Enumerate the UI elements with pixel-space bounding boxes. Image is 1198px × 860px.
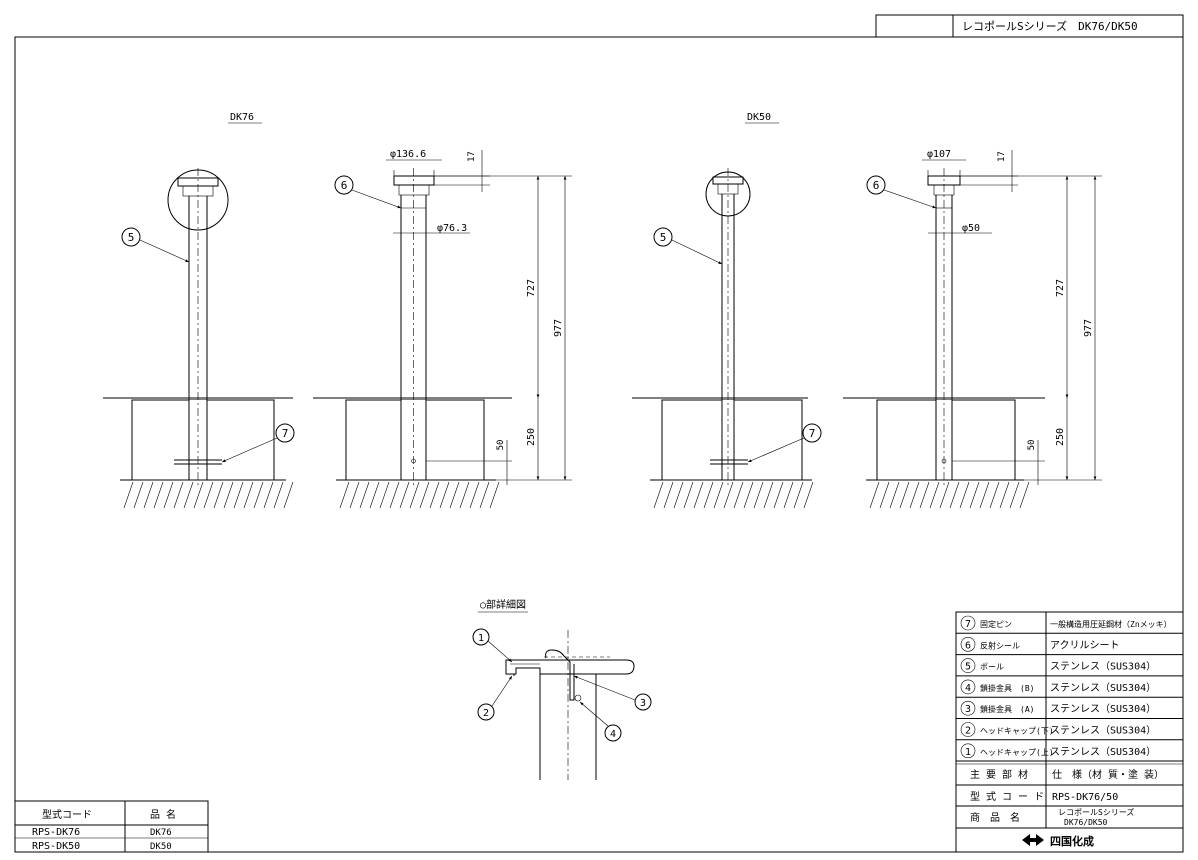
dk76-pin: 50 (496, 440, 506, 451)
parts-table: 主 要 部 材 仕 様（材 質・塗 装） 型 式 コ ー ド RPS-DK76/… (955, 611, 1184, 853)
model-row-1-code: RPS-DK76 (32, 827, 80, 838)
model-row-2-code: RPS-DK50 (32, 841, 80, 852)
product-value-2: DK76/DK50 (1064, 818, 1108, 827)
callout-5-dk50: 5 (660, 231, 667, 244)
model-table: 型式コード 品 名 RPS-DK76 DK76 RPS-DK50 DK50 (14, 800, 209, 853)
table-header-part: 主 要 部 材 (970, 768, 1028, 781)
callout-4: 4 (610, 729, 616, 740)
part-row-spec: ステンレス（SUS304） (1050, 725, 1156, 737)
table-header-spec: 仕 様（材 質・塗 装） (1052, 768, 1164, 781)
model-label: 型 式 コ ー ド (970, 790, 1044, 803)
drawing-frame: レコポールSシリーズ DK76/DK50 (14, 14, 1184, 853)
part-row-no: 7 (965, 619, 971, 630)
dk76-dimension-view: φ136.6 φ76.3 17 727 977 250 50 6 (334, 149, 572, 485)
view-labels: DK76 DK50 (228, 112, 779, 124)
callout-5: 5 (128, 231, 135, 244)
detail-view: ○部詳細図 1 2 3 4 (472, 598, 652, 780)
view-label-dk50: DK50 (747, 112, 771, 123)
part-row-name: 反射シール (980, 640, 1020, 650)
part-row-no: 5 (965, 662, 971, 673)
part-row-name: ヘッドキャップ(下) (980, 727, 1054, 736)
model-row-1-name: DK76 (150, 828, 172, 838)
view-label-dk76: DK76 (230, 112, 254, 123)
dk76-total: 977 (553, 319, 564, 337)
callout-6-dk50: 6 (873, 179, 880, 192)
model-row-2-name: DK50 (150, 842, 172, 852)
part-row-name: 固定ピン (980, 619, 1012, 629)
part-row-no: 6 (965, 640, 971, 651)
dk50-below: 250 (1055, 428, 1066, 446)
part-row-name: ポール (980, 663, 1004, 672)
callout-3: 3 (640, 698, 646, 709)
model-value: RPS-DK76/50 (1052, 792, 1118, 803)
model-header-code: 型式コード (42, 808, 92, 821)
dk50-pin: 50 (1027, 440, 1037, 451)
dk50-total: 977 (1083, 319, 1094, 337)
part-row-name: 鎖掛金具 (B) (980, 683, 1034, 693)
callout-6-dk76: 6 (341, 179, 348, 192)
dk50-above: 727 (1055, 279, 1066, 297)
product-label: 商 品 名 (970, 811, 1020, 824)
dk50-pole-dia: φ50 (962, 223, 980, 234)
dk76-above: 727 (526, 279, 537, 297)
part-row-spec: ステンレス（SUS304） (1050, 661, 1156, 673)
series-title: レコポールSシリーズ DK76/DK50 (962, 19, 1138, 33)
part-row-spec: 一般構造用圧延鋼材（Znメッキ） (1050, 619, 1172, 629)
callout-2: 2 (483, 708, 489, 719)
dk76-cap-dia: φ136.6 (390, 149, 426, 160)
dk76-front-view: 5 7 (121, 168, 295, 485)
dk50-cap-h: 17 (997, 151, 1007, 162)
gravel-base (120, 479, 1030, 509)
part-row-no: 4 (965, 683, 971, 694)
part-row-no: 2 (965, 726, 971, 737)
part-row-no: 1 (965, 747, 971, 758)
dk76-below: 250 (526, 428, 537, 446)
part-row-spec: アクリルシート (1050, 639, 1120, 651)
callout-7-dk50: 7 (809, 427, 816, 440)
model-header-name: 品 名 (150, 808, 176, 821)
dk76-cap-h: 17 (467, 151, 477, 162)
dk76-pole-dia: φ76.3 (437, 223, 467, 234)
callout-7: 7 (282, 427, 289, 440)
company-name: 四国化成 (1050, 834, 1094, 848)
detail-title: ○部詳細図 (480, 598, 526, 611)
company-logo-icon (1022, 834, 1044, 846)
part-row-spec: ステンレス（SUS304） (1050, 746, 1156, 758)
dk50-cap-dia: φ107 (927, 149, 951, 160)
part-row-no: 3 (965, 704, 971, 715)
dk50-dimension-view: φ107 φ50 17 727 977 250 50 6 (866, 149, 1102, 485)
foundations (131, 399, 1016, 481)
part-row-spec: ステンレス（SUS304） (1050, 703, 1156, 715)
product-value-1: レコポールSシリーズ (1058, 807, 1134, 817)
callout-1: 1 (478, 633, 484, 644)
part-row-name: 鎖掛金具 (A) (980, 704, 1034, 714)
part-row-name: ヘッドキャップ(上) (980, 748, 1054, 757)
part-row-spec: ステンレス（SUS304） (1050, 682, 1156, 694)
dk50-front-view: 5 7 (653, 168, 822, 485)
